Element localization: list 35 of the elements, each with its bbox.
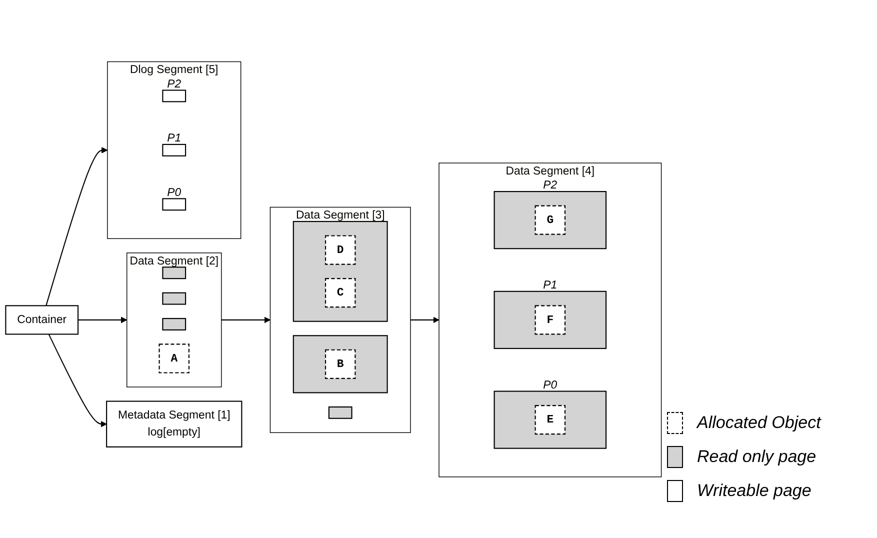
- node-label: P1: [543, 278, 558, 292]
- node-box: A: [158, 343, 190, 373]
- arrow: [221, 316, 270, 323]
- node-box: B: [324, 349, 356, 379]
- node-box: [328, 406, 352, 419]
- node-label: P1: [167, 132, 182, 144]
- node-box: [162, 89, 186, 102]
- legend-label: Allocated Object: [697, 413, 821, 433]
- cluster: [494, 290, 607, 349]
- node-box: E: [534, 404, 566, 434]
- node-box: [162, 144, 186, 156]
- arrow: [46, 146, 108, 306]
- node-box: [162, 292, 186, 304]
- node-box: [162, 318, 186, 330]
- node-label: P0: [543, 378, 558, 391]
- node-box: G: [534, 204, 566, 235]
- node-label: P2: [543, 179, 558, 192]
- legend-label: Read only page: [697, 447, 816, 467]
- node-box: C: [324, 278, 356, 308]
- node-box: Metadata Segment [1] log[empty]: [106, 400, 242, 448]
- cluster: [494, 190, 607, 249]
- cluster: [292, 334, 388, 393]
- legend-label: Writeable page: [697, 481, 812, 501]
- cluster: [292, 220, 388, 322]
- node-box: D: [324, 234, 356, 265]
- arrow: [410, 316, 440, 323]
- cluster: [494, 390, 607, 449]
- arrow: [78, 316, 128, 323]
- node-label: P0: [167, 186, 182, 198]
- node-label: P2: [167, 78, 182, 90]
- node-box: [162, 198, 186, 210]
- node-box: F: [534, 304, 566, 334]
- arrow: [48, 334, 107, 427]
- node-box: [162, 266, 186, 279]
- node-box: Container: [5, 304, 79, 334]
